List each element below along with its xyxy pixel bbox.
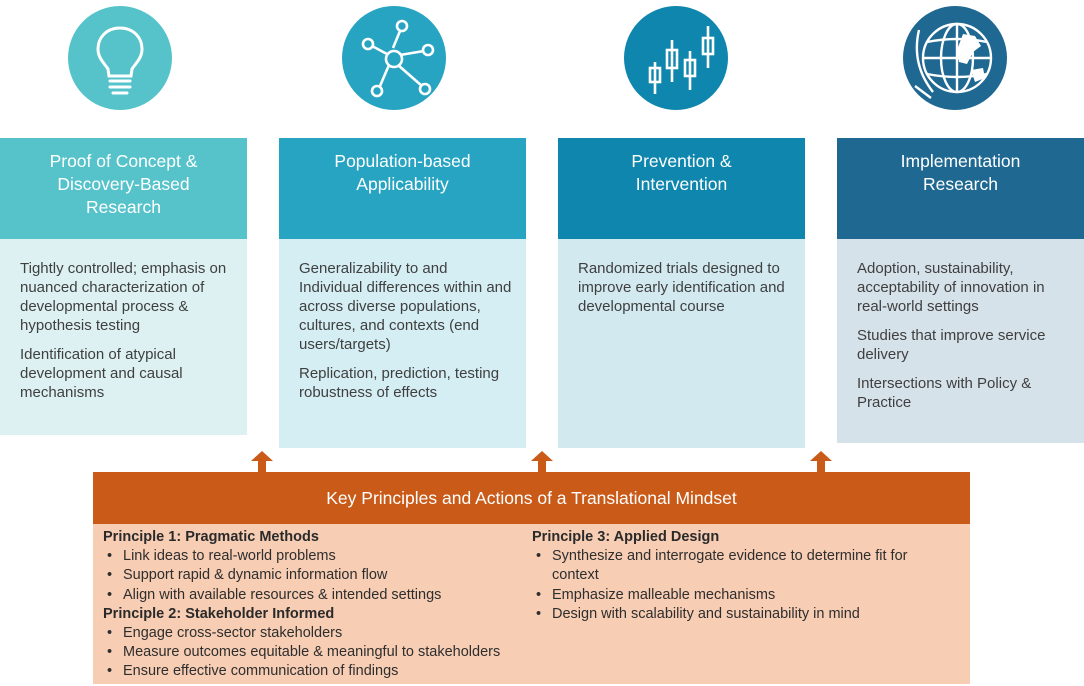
principle-title: Principle 3: Applied Design bbox=[532, 529, 720, 545]
candlestick-chart-icon bbox=[624, 6, 728, 110]
column-paragraph: Identification of atypical development a… bbox=[20, 346, 183, 401]
header-line: Research bbox=[86, 197, 161, 217]
column-header-implementation-research: Implementation Research bbox=[837, 138, 1084, 239]
principle-list: Engage cross-sector stakeholders Measure… bbox=[103, 624, 533, 682]
column-header-population-based: Population-based Applicability bbox=[279, 138, 526, 239]
column-paragraph: Adoption, sustainability, acceptability … bbox=[857, 260, 1045, 315]
list-item: Emphasize malleable mechanisms bbox=[532, 586, 952, 605]
header-line: Intervention bbox=[635, 174, 728, 194]
network-icon bbox=[342, 6, 446, 110]
column-body-population-based: Generalizability to and Individual diffe… bbox=[279, 239, 526, 448]
list-item: Engage cross-sector stakeholders bbox=[103, 624, 533, 643]
principles-left-column: Principle 1: Pragmatic Methods Link idea… bbox=[103, 528, 533, 682]
header-line: Proof of Concept & bbox=[49, 151, 198, 171]
principles-banner: Key Principles and Actions of a Translat… bbox=[93, 472, 970, 524]
header-line: Implementation bbox=[900, 151, 1021, 171]
header-line: Research bbox=[923, 174, 998, 194]
list-item: Design with scalability and sustainabili… bbox=[532, 605, 952, 624]
list-item: Measure outcomes equitable & meaningful … bbox=[103, 643, 533, 662]
principle-title: Principle 1: Pragmatic Methods bbox=[103, 529, 319, 545]
list-item: Link ideas to real-world problems bbox=[103, 547, 533, 566]
globe-icon bbox=[903, 6, 1007, 110]
column-header-proof-of-concept: Proof of Concept & Discovery-Based Resea… bbox=[0, 138, 247, 239]
up-arrow-icon bbox=[810, 451, 832, 473]
header-line: Prevention & bbox=[631, 151, 732, 171]
list-item: Support rapid & dynamic information flow bbox=[103, 566, 533, 585]
column-paragraph: Randomized trials designed to improve ea… bbox=[578, 260, 785, 315]
list-item: Synthesize and interrogate evidence to d… bbox=[532, 547, 952, 585]
column-body-prevention-intervention: Randomized trials designed to improve ea… bbox=[558, 239, 805, 448]
header-line: Applicability bbox=[356, 174, 449, 194]
column-paragraph: Studies that improve service delivery bbox=[857, 327, 1046, 363]
column-paragraph: Intersections with Policy & Practice bbox=[857, 375, 1032, 411]
list-item: Ensure effective communication of findin… bbox=[103, 662, 533, 681]
list-item: Align with available resources & intende… bbox=[103, 586, 533, 605]
principles-right-column: Principle 3: Applied Design Synthesize a… bbox=[532, 528, 952, 624]
column-body-implementation-research: Adoption, sustainability, acceptability … bbox=[837, 239, 1084, 443]
column-paragraph: Generalizability to and Individual diffe… bbox=[299, 260, 512, 353]
principles-panel: Principle 1: Pragmatic Methods Link idea… bbox=[93, 524, 970, 684]
principle-title: Principle 2: Stakeholder Informed bbox=[103, 605, 335, 622]
principle-list: Synthesize and interrogate evidence to d… bbox=[532, 547, 952, 624]
column-paragraph: Tightly controlled; emphasis on nuanced … bbox=[20, 260, 227, 334]
up-arrow-icon bbox=[251, 451, 273, 473]
principle-list: Link ideas to real-world problems Suppor… bbox=[103, 547, 533, 605]
banner-title: Key Principles and Actions of a Translat… bbox=[326, 488, 737, 508]
header-line: Discovery-Based bbox=[57, 174, 190, 194]
column-header-prevention-intervention: Prevention & Intervention bbox=[558, 138, 805, 239]
lightbulb-icon bbox=[68, 6, 172, 110]
column-paragraph: Replication, prediction, testing robustn… bbox=[299, 365, 500, 401]
header-line: Population-based bbox=[334, 151, 471, 171]
column-body-proof-of-concept: Tightly controlled; emphasis on nuanced … bbox=[0, 239, 247, 435]
up-arrow-icon bbox=[531, 451, 553, 473]
